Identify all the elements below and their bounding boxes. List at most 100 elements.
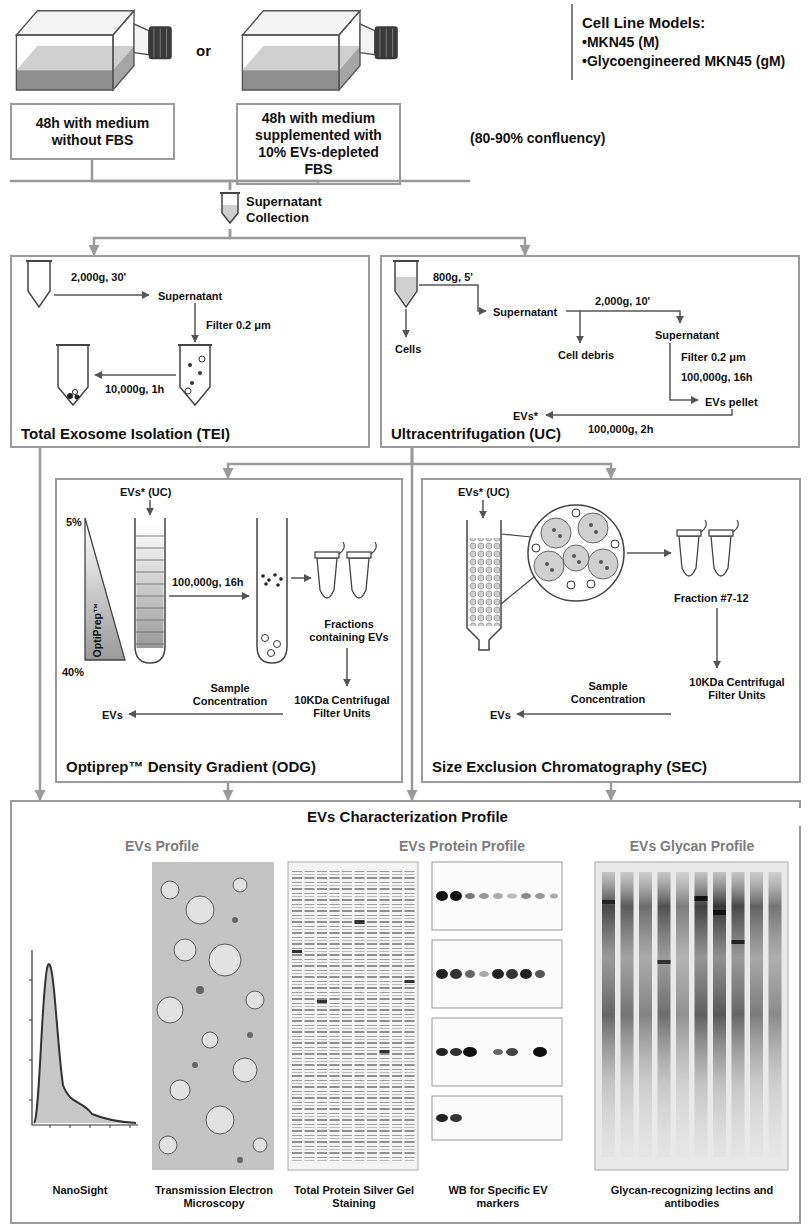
flow-connector	[39, 448, 42, 800]
glycan-blot	[658, 960, 671, 964]
western-blot	[432, 862, 562, 930]
western-blot	[450, 891, 462, 901]
step-label: 10KDa Centrifugal Filter Units	[286, 694, 398, 720]
electron-micrograph	[233, 878, 247, 892]
odg-protocol-drawing	[85, 500, 376, 714]
western-blot	[463, 1047, 477, 1057]
sec-protocol-drawing	[467, 520, 501, 650]
step-label: NanoSight	[12, 1184, 148, 1197]
step-label: 100,000g, 16h	[171, 576, 245, 589]
odg-protocol-drawing	[291, 577, 311, 579]
collection-step: Supernatant Collection	[222, 190, 340, 229]
sec-protocol-drawing	[532, 544, 540, 552]
odg-protocol-drawing	[264, 582, 268, 586]
odg-protocol-drawing	[136, 536, 164, 644]
glycan-blot	[713, 872, 726, 1157]
odg-protocol-drawing	[273, 573, 277, 577]
size-distribution-chart	[32, 950, 138, 1125]
western-blot	[535, 893, 545, 899]
step-label: EVs	[101, 709, 124, 722]
method-panel: 2,000g, 30'SupernatantFilter 0.2 μm10,00…	[10, 255, 370, 448]
silver-stained-gel	[380, 1050, 390, 1053]
step-label: Supernatant	[157, 290, 223, 303]
western-blot	[436, 969, 448, 979]
tei-protocol-drawing	[95, 374, 176, 376]
electron-micrograph	[253, 1138, 267, 1152]
odg-protocol-drawing	[129, 713, 283, 715]
list-item: •MKN45 (M)	[582, 34, 659, 51]
glycan-blot	[769, 872, 782, 1157]
tei-protocol-drawing	[188, 363, 192, 367]
section-heading: EVs Glycan Profile	[592, 838, 792, 855]
sec-protocol-drawing	[550, 568, 554, 572]
silver-stained-gel	[288, 862, 418, 1170]
silver-stained-gel	[392, 870, 402, 1162]
step-label: Filter 0.2 μm	[205, 319, 272, 332]
sec-protocol-drawing	[599, 560, 603, 564]
box-label: 48h with medium without FBS	[17, 115, 168, 149]
tei-protocol-drawing	[54, 294, 149, 296]
silver-stained-gel	[292, 950, 302, 953]
tube-icon	[222, 193, 238, 223]
electron-micrograph	[186, 896, 214, 924]
odg-protocol-drawing	[279, 577, 283, 581]
step-label: 10,000g, 1h	[104, 383, 165, 396]
flow-connector	[94, 229, 230, 255]
silver-stained-gel	[380, 870, 390, 1162]
glycan-blot	[602, 900, 615, 904]
western-blot	[465, 893, 475, 899]
flow-connector	[92, 160, 230, 190]
flow-connector	[227, 783, 230, 800]
size-distribution-chart	[34, 964, 136, 1123]
box-label: 48h with medium supplemented with 10% EV…	[243, 110, 394, 177]
odg-protocol-drawing	[257, 518, 287, 663]
glycan-blot	[732, 940, 745, 944]
uc-protocol-drawing	[579, 311, 581, 343]
odg-protocol-drawing	[137, 524, 164, 648]
flow-connector	[230, 181, 318, 190]
uc-protocol-drawing	[405, 309, 407, 337]
tei-protocol-drawing	[194, 303, 196, 342]
western-blot	[450, 1048, 462, 1056]
tei-protocol-drawing	[56, 345, 90, 405]
note: (80-90% confluency)	[470, 130, 605, 147]
flow-connector	[411, 448, 414, 800]
tube-icon	[222, 205, 238, 223]
silver-stained-gel	[342, 870, 352, 1162]
silver-stained-gel	[367, 870, 377, 1162]
sec-protocol-drawing	[541, 518, 571, 548]
western-blot	[493, 1049, 503, 1055]
western-blot	[432, 1096, 562, 1140]
electron-micrograph	[246, 991, 264, 1009]
section-heading: EVs Profile	[52, 838, 272, 855]
tei-protocol-drawing	[178, 345, 212, 405]
odg-protocol-drawing	[267, 578, 271, 582]
step-label: Supernatant Collection	[246, 194, 338, 225]
size-distribution-chart	[34, 964, 136, 1123]
glycan-blot	[595, 862, 788, 1170]
western-blot	[479, 971, 489, 977]
odg-protocol-drawing	[274, 641, 281, 648]
western-blot	[550, 894, 558, 899]
electron-micrograph	[174, 939, 196, 961]
odg-protocol-drawing	[315, 542, 344, 598]
tube-icon	[220, 192, 240, 194]
tei-protocol-drawing	[26, 261, 52, 307]
culture-flask	[16, 11, 171, 90]
legend-heading: Cell Line Models:	[582, 14, 705, 32]
tei-protocol-drawing	[198, 371, 202, 375]
step-label: EVs* (UC)	[457, 486, 510, 499]
panel-title: Ultracentrifugation (UC)	[390, 425, 562, 443]
step-label: 100,000g, 16h	[680, 371, 754, 384]
step-label: EVs*	[512, 410, 539, 423]
odg-protocol-drawing	[135, 518, 165, 663]
silver-stained-gel	[330, 870, 340, 1162]
sec-protocol-drawing	[716, 608, 718, 668]
culture-flask	[16, 11, 171, 90]
step-label: Sample Concentration	[563, 680, 653, 706]
sec-protocol-drawing	[468, 538, 500, 626]
